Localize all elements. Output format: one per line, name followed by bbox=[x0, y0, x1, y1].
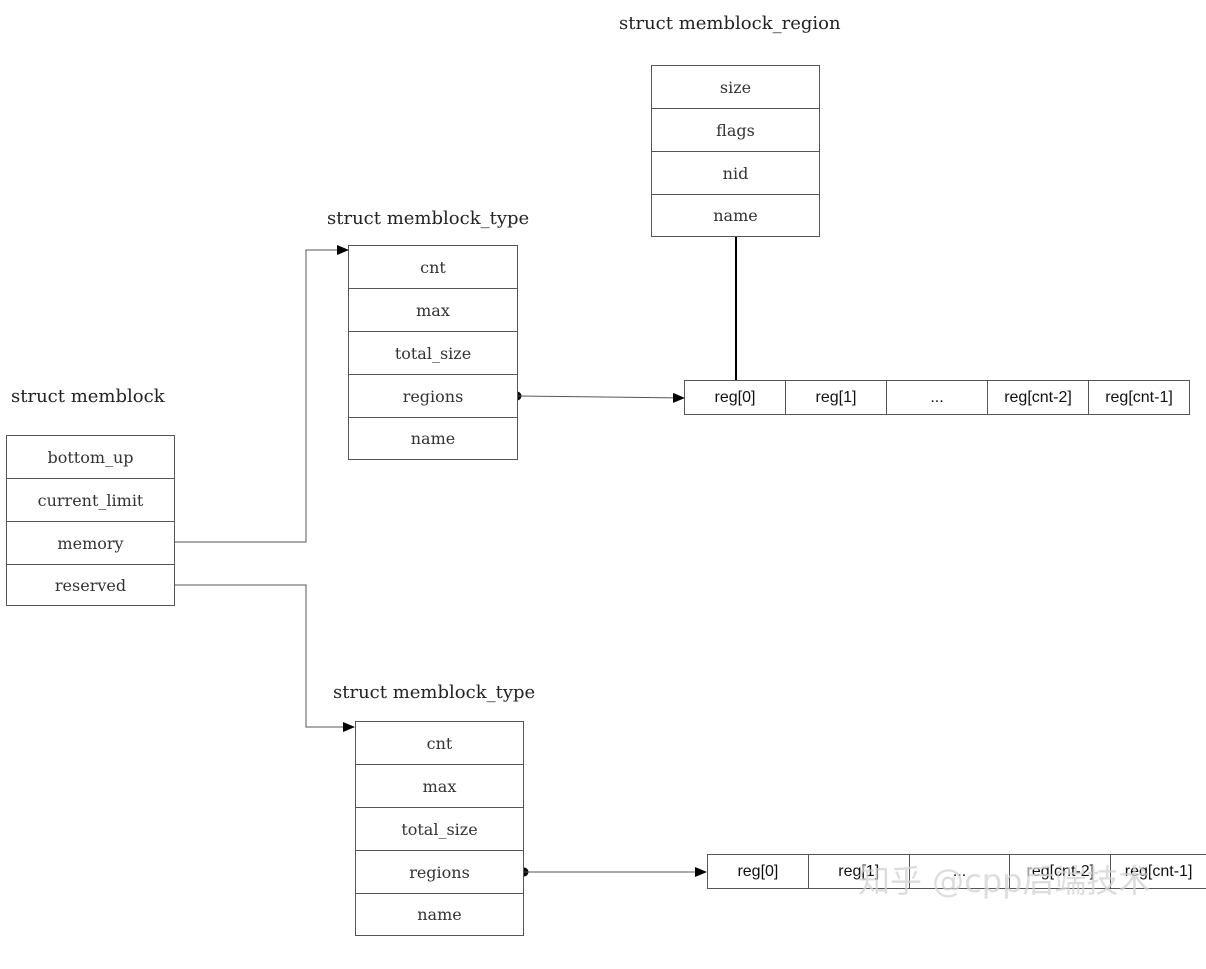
region-struct-box: size flags nid name bbox=[651, 65, 820, 237]
memblock-field-bottom-up: bottom_up bbox=[7, 436, 174, 479]
region-field-nid: nid bbox=[652, 152, 819, 195]
reserved-reg-cnt-minus-2: reg[cnt-2] bbox=[1010, 855, 1112, 888]
reserved-reg-1: reg[1] bbox=[809, 855, 910, 888]
memory-pointer-arrow bbox=[175, 245, 349, 543]
memory-type-field-total-size: total_size bbox=[349, 332, 517, 375]
memory-reg-0: reg[0] bbox=[685, 381, 786, 414]
reserved-regions-array: reg[0] reg[1] ... reg[cnt-2] reg[cnt-1] bbox=[707, 854, 1206, 889]
memory-reg-cnt-minus-2: reg[cnt-2] bbox=[988, 381, 1089, 414]
memory-regions-pointer-arrow bbox=[516, 392, 685, 403]
memory-type-field-regions: regions bbox=[349, 375, 517, 418]
memblock-field-current-limit: current_limit bbox=[7, 479, 174, 522]
reserved-reg-ellipsis: ... bbox=[910, 855, 1011, 888]
reserved-type-title: struct memblock_type bbox=[333, 682, 536, 703]
reserved-type-field-total-size: total_size bbox=[356, 808, 523, 851]
memory-type-box: cnt max total_size regions name bbox=[348, 245, 518, 460]
reserved-reg-0: reg[0] bbox=[708, 855, 809, 888]
memory-type-field-cnt: cnt bbox=[349, 246, 517, 289]
memory-type-field-max: max bbox=[349, 289, 517, 332]
reserved-pointer-arrow bbox=[175, 584, 355, 732]
memblock-field-memory: memory bbox=[7, 522, 174, 565]
memory-regions-array: reg[0] reg[1] ... reg[cnt-2] reg[cnt-1] bbox=[684, 380, 1190, 415]
memory-type-title: struct memblock_type bbox=[327, 208, 530, 229]
memblock-box: bottom_up current_limit memory reserved bbox=[6, 435, 175, 606]
reserved-type-field-regions: regions bbox=[356, 851, 523, 894]
memory-reg-cnt-minus-1: reg[cnt-1] bbox=[1105, 388, 1173, 406]
region-field-name: name bbox=[713, 206, 758, 225]
memblock-title: struct memblock bbox=[11, 386, 165, 407]
region-struct-title: struct memblock_region bbox=[619, 13, 841, 34]
memory-type-field-name: name bbox=[410, 429, 456, 448]
memory-reg-ellipsis: ... bbox=[887, 381, 988, 414]
reserved-type-field-max: max bbox=[356, 765, 523, 808]
reserved-type-box: cnt max total_size regions name bbox=[355, 721, 524, 936]
memblock-field-reserved: reserved bbox=[54, 575, 127, 595]
reserved-reg-cnt-minus-1: reg[cnt-1] bbox=[1124, 862, 1193, 880]
region-field-flags: flags bbox=[652, 109, 819, 152]
reserved-type-field-name: name bbox=[417, 905, 462, 924]
region-field-size: size bbox=[652, 66, 819, 109]
memory-reg-1: reg[1] bbox=[786, 381, 887, 414]
reserved-type-field-cnt: cnt bbox=[356, 722, 523, 765]
